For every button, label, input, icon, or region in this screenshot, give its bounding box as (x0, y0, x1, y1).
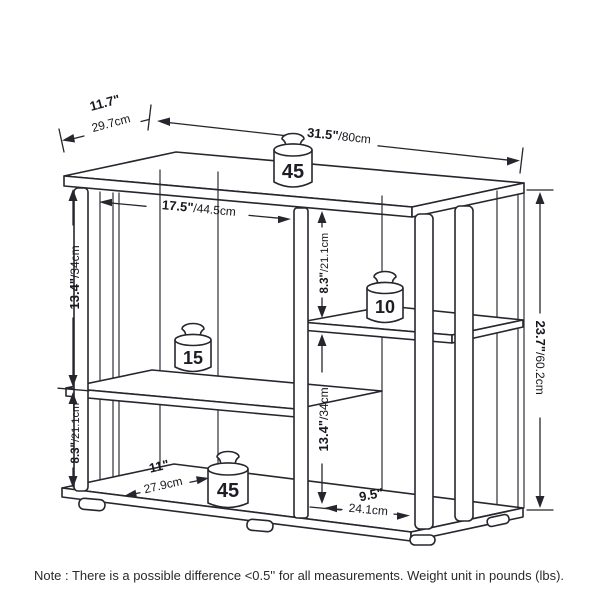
dimension-top-depth: 11.7" 29.7cm (58, 91, 150, 153)
dim-left-upper-inches: 13.4" (67, 278, 82, 309)
dim-left-upper-cm: /34cm (68, 245, 82, 278)
weight-right-value: 10 (375, 297, 395, 317)
measurement-note: Note : There is a possible difference <0… (34, 569, 564, 583)
weight-middle-shelf: 15 (174, 322, 212, 373)
dim-top-width-inches: 31.5" (306, 125, 339, 143)
dimension-left-opening-width: 17.5" /44.5cm (99, 197, 291, 224)
weight-top-rim (207, 462, 249, 476)
dim-right-lower-cm: /34cm (317, 387, 331, 420)
foot (486, 513, 510, 528)
weight-top-rim (366, 281, 404, 295)
back-frame-lines (99, 169, 525, 517)
weight-bottom-shelf: 45 (207, 450, 249, 509)
right-back-tube (454, 205, 474, 522)
dim-bottom-depth-inches: 11" (148, 457, 171, 476)
dim-right-upper-cm: /21.1cm (319, 233, 331, 272)
dim-overall-height-cm: /60.2cm (533, 352, 547, 395)
front-left-tube (73, 187, 89, 492)
weight-top-rim (174, 333, 212, 347)
dim-right-upper-inches: 8.3" (319, 272, 331, 293)
right-small-shelf (300, 305, 524, 344)
dim-left-opening-cm: /44.5cm (193, 201, 237, 219)
support-tubes (73, 187, 474, 530)
weight-bottom-value: 45 (217, 480, 239, 502)
dim-left-lower-inches: 8.3" (70, 442, 82, 463)
foot (246, 518, 274, 533)
dim-left-lower-cm: /21.1cm (70, 403, 82, 442)
foot (78, 497, 106, 512)
dim-left-opening-inches: 17.5" (161, 197, 194, 215)
weight-top: 45 (273, 132, 313, 188)
dimension-right-opening-width: 9.5" 24.1cm (324, 485, 410, 520)
weight-top-rim (273, 143, 313, 157)
dim-right-opening-cm: 24.1cm (348, 501, 388, 518)
dim-top-width-cm: /80cm (338, 129, 372, 146)
weight-right-shelf: 10 (366, 270, 404, 324)
dim-top-depth-inches: 11.7" (88, 91, 122, 113)
weight-middle-value: 15 (183, 348, 203, 368)
dim-right-lower-inches: 13.4" (316, 420, 331, 451)
bottom-panel (61, 463, 524, 546)
dimension-right-upper-height: 8.3" /21.1cm (317, 211, 331, 318)
dimension-top-width: 31.5" /80cm (147, 104, 524, 174)
middle-divider (293, 207, 309, 519)
dim-right-opening-inches: 9.5" (358, 485, 385, 504)
dimension-right-lower-height: 13.4" /34cm (309, 334, 342, 511)
weight-top-value: 45 (282, 161, 304, 183)
dimension-overall-height: 23.7" /60.2cm (526, 189, 554, 511)
dim-top-depth-cm: 29.7cm (90, 111, 132, 135)
feet (78, 497, 510, 546)
right-front-tube (414, 213, 434, 530)
dim-overall-height-inches: 23.7" (533, 321, 548, 352)
foot (409, 534, 436, 546)
dimension-left-lower-height: 8.3" /21.1cm (68, 392, 82, 488)
dimension-left-upper-height: 13.4" /34cm (57, 189, 90, 392)
